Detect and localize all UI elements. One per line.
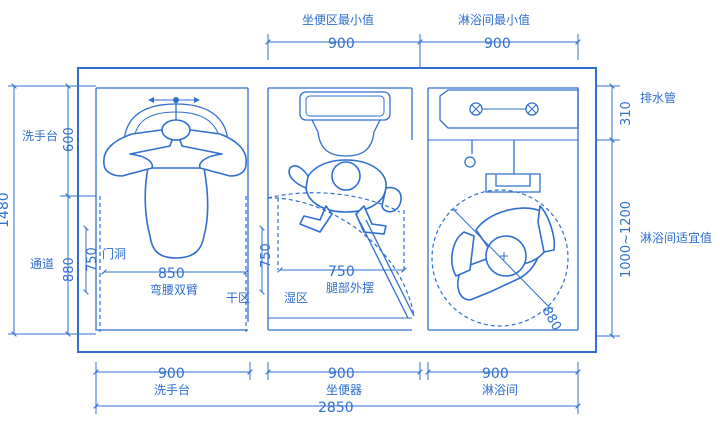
bottom-shower-label: 淋浴间 [482,383,518,397]
bottom-shower-dim: 900 [482,366,509,382]
wet-zone-label: 湿区 [284,290,308,305]
person-bending-at-basin [103,119,247,259]
bottom-toilet-dim: 900 [328,366,355,382]
left-corridor-label: 通道 [30,257,54,271]
turn-dim-line [450,209,554,309]
left-basin-label: 洗手台 [22,128,58,143]
legs-label: 腿部外摆 [326,280,374,295]
bend-dim: 850 [158,266,185,282]
left-total-dim: 1480 [0,192,12,228]
right-shower-range-label: 淋浴间适宜值 [640,230,712,245]
toilet-fixture [299,91,391,157]
right-drain-dim: 310 [619,101,634,126]
walls [77,67,597,353]
leg-swing-arc [267,192,401,213]
shower-head [464,140,541,193]
bottom-total-dim: 2850 [318,400,354,416]
dry-zone-label: 干区 [226,291,250,305]
bottom-dimension-lines [93,362,581,414]
shower-turning-circle [431,189,569,327]
shower-valve [439,89,579,129]
turn-dim: 880 [539,305,564,334]
person-seated-on-toilet [288,159,402,235]
person-in-shower [451,205,556,301]
left-dimension-lines [8,83,96,337]
top-dimension-lines [265,34,581,68]
shower-min-dim: 900 [484,36,511,52]
right-shower-range-dim: 1000~1200 [619,201,634,278]
basin-fixture [123,97,229,143]
shower-min-label: 淋浴间最小值 [458,12,530,27]
right-dimension-lines [596,83,620,339]
bottom-toilet-label: 坐便器 [326,383,362,397]
left-basin-dim: 600 [62,127,77,152]
glass-door [267,197,415,319]
toilet-min-label: 坐便区最小值 [302,12,374,27]
bend-label: 弯腰双臂 [150,282,198,297]
door-label: 门洞 [102,246,126,261]
toilet-min-dim: 900 [328,36,355,52]
bottom-basin-label: 洗手台 [154,382,190,397]
left-corridor-dim: 880 [62,257,77,282]
door-b-dim: 750 [259,243,274,268]
legs-dim: 750 [328,264,355,280]
door-a-dim: 750 [85,247,100,272]
right-drain-label: 排水管 [640,90,676,105]
bottom-basin-dim: 900 [158,366,185,382]
